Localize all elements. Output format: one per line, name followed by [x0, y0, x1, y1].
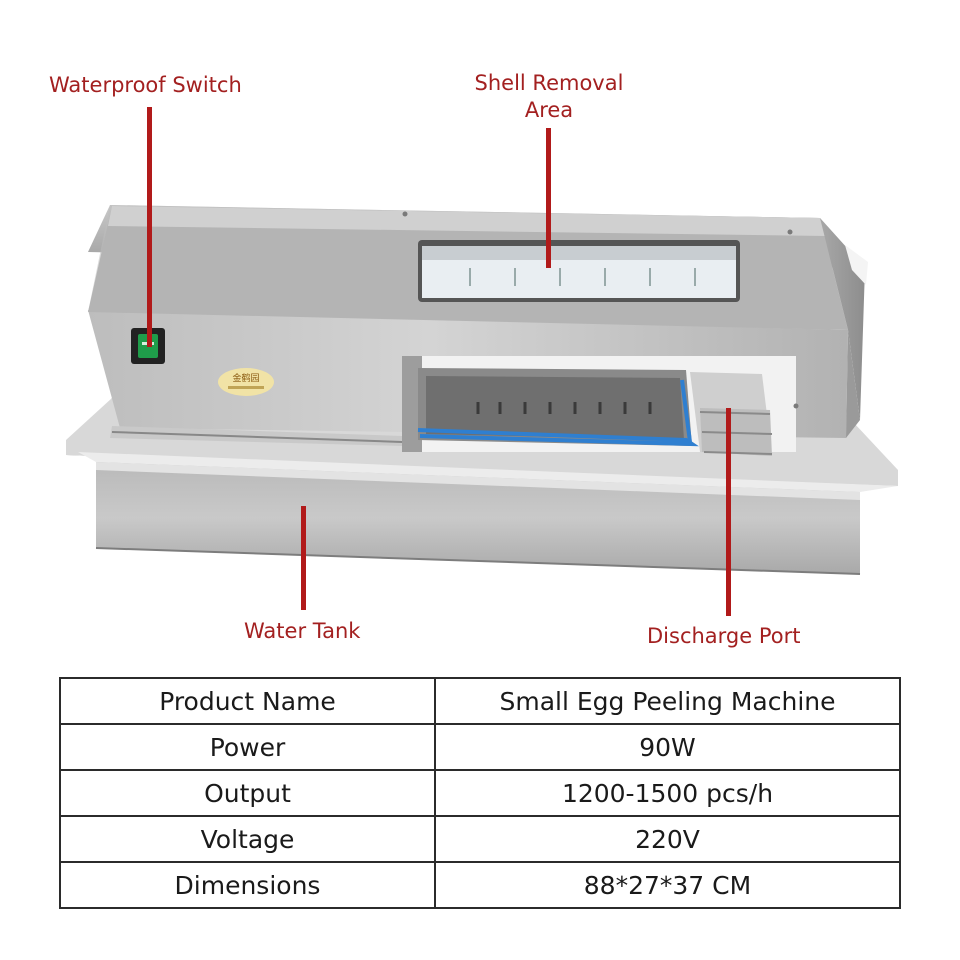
spec-label: Product Name	[59, 677, 436, 725]
table-row: Output 1200-1500 pcs/h	[59, 769, 901, 817]
pointer-water-tank	[301, 506, 306, 610]
egg-peeling-machine-photo: 金鹤园	[66, 205, 898, 575]
spec-value: Small Egg Peeling Machine	[434, 677, 901, 725]
spec-value: 90W	[434, 723, 901, 771]
table-row: Power 90W	[59, 723, 901, 771]
callout-discharge-port: Discharge Port	[647, 624, 801, 648]
spec-value: 1200-1500 pcs/h	[434, 769, 901, 817]
pointer-shell-removal-area	[546, 128, 551, 268]
spec-label: Output	[59, 769, 436, 817]
table-row: Voltage 220V	[59, 815, 901, 863]
svg-text:金鹤园: 金鹤园	[232, 372, 259, 384]
brand-logo: 金鹤园	[218, 368, 274, 396]
table-row: Product Name Small Egg Peeling Machine	[59, 677, 901, 725]
callout-waterproof-switch: Waterproof Switch	[49, 73, 242, 97]
spec-label: Dimensions	[59, 861, 436, 909]
spec-value: 220V	[434, 815, 901, 863]
shell-removal-window	[418, 240, 740, 302]
callout-water-tank: Water Tank	[244, 619, 361, 643]
pointer-discharge-port	[726, 408, 731, 616]
spec-label: Power	[59, 723, 436, 771]
spec-value: 88*27*37 CM	[434, 861, 901, 909]
table-row: Dimensions 88*27*37 CM	[59, 861, 901, 909]
spec-table: Product Name Small Egg Peeling Machine P…	[59, 677, 901, 909]
discharge-opening	[402, 356, 796, 456]
pointer-waterproof-switch	[147, 107, 152, 347]
callout-shell-removal-area: Shell Removal Area	[474, 71, 624, 122]
spec-label: Voltage	[59, 815, 436, 863]
